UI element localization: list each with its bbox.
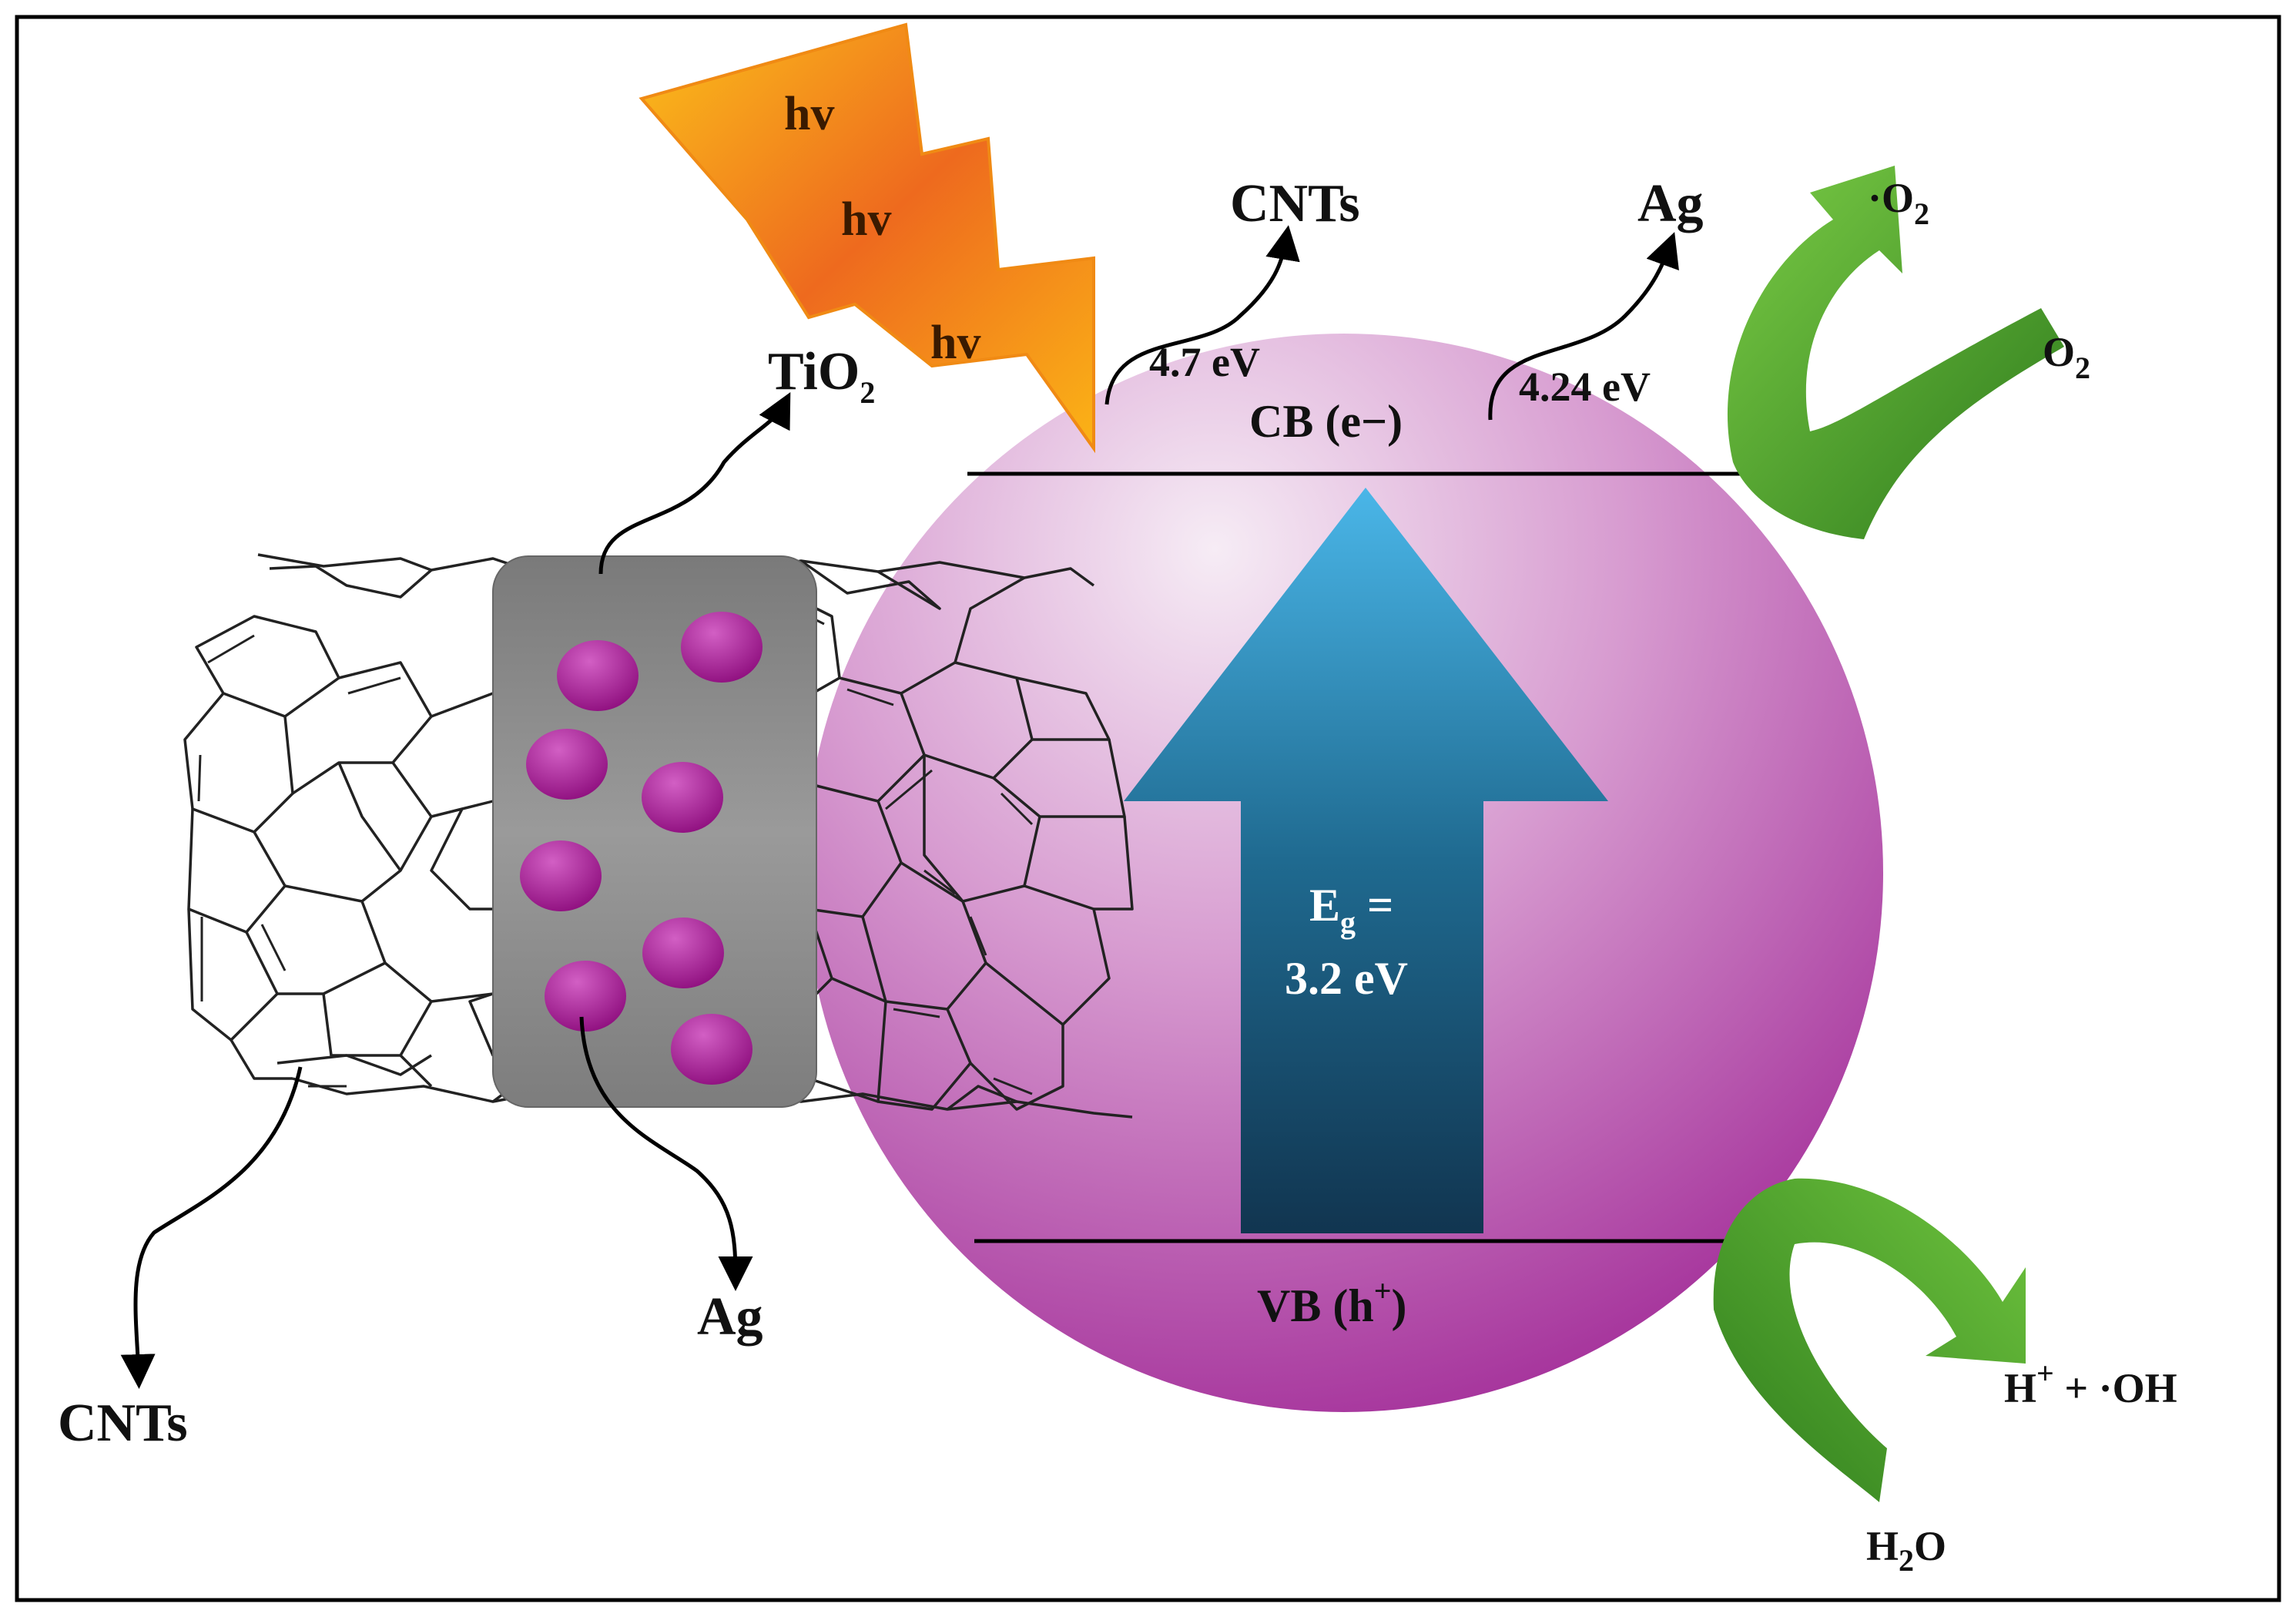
cnts-bottom-label: CNTs	[58, 1394, 188, 1453]
ag-particle	[520, 840, 602, 911]
tio2-block	[492, 555, 817, 1108]
energy-ag-label: 4.24 eV	[1519, 364, 1651, 410]
hv-label-3: hv	[930, 317, 980, 369]
conduction-band-label: CB (e−)	[1249, 396, 1403, 447]
ag-particle	[642, 762, 723, 833]
bandgap-arrow	[1124, 488, 1608, 1233]
ag-top-label: Ag	[1637, 174, 1704, 233]
ag-particle	[642, 918, 724, 988]
products-label: H+ + ·OH	[2004, 1356, 2177, 1411]
ag-nanoparticles	[520, 612, 763, 1085]
figure-border	[15, 15, 2281, 1602]
cnts-top-label: CNTs	[1230, 174, 1360, 233]
tio2-connector-arrow	[598, 392, 791, 575]
oxygen-label: O2	[2043, 329, 2090, 385]
water-oxidation-arrow	[1713, 1178, 2026, 1502]
bandgap-value: 3.2 eV	[1285, 953, 1408, 1004]
energy-cnts-label: 4.7 eV	[1149, 339, 1260, 385]
nanotube-double-bonds	[197, 599, 1034, 1095]
ag-top-connector-arrow	[1488, 232, 1679, 421]
tio2-label: TiO2	[768, 342, 875, 410]
ag-particle	[557, 640, 639, 711]
hv-label-2: hv	[841, 193, 891, 246]
hv-label-1: hv	[784, 88, 834, 140]
superoxide-label: ·O2	[1868, 175, 1929, 231]
bandgap-label: Eg =	[1309, 880, 1393, 940]
ag-particle	[526, 729, 608, 800]
ag-particle	[545, 961, 626, 1032]
ag-particle	[681, 612, 763, 683]
water-label: H2O	[1866, 1523, 1946, 1578]
valence-band-label: VB (h+)	[1257, 1273, 1406, 1331]
ag-particle	[671, 1014, 752, 1085]
cnts-bottom-connector-arrow	[120, 1066, 303, 1389]
ag-bottom-label: Ag	[697, 1287, 763, 1347]
cnts-top-connector-arrow	[1104, 225, 1300, 405]
connector-arrows	[120, 225, 1679, 1389]
light-bolt	[639, 22, 1095, 454]
ag-bottom-connector-arrow	[579, 1016, 753, 1291]
oxygen-reduction-arrow	[1727, 166, 2064, 539]
